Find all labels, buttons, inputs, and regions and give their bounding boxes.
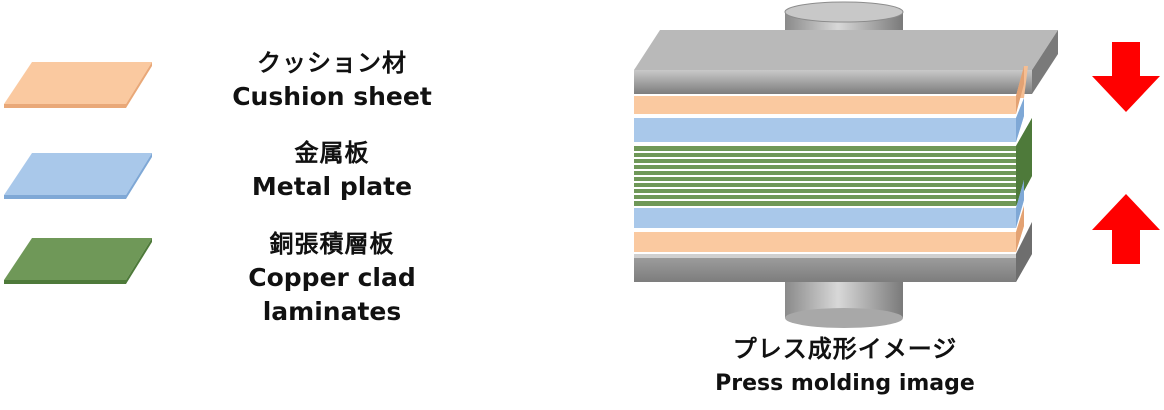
arrow-up-icon [1092,194,1160,264]
upper-metal-plate [634,98,1024,142]
caption-jp: プレス成形イメージ [732,335,958,363]
legend-label-en: Metal plate [251,172,413,201]
legend-label-jp: 金属板 [294,139,370,167]
caption-en: Press molding image [715,371,975,396]
diagram-caption: プレス成形イメージ Press molding image [690,330,1000,400]
bottom-press-plate [634,222,1032,282]
arrow-down-icon [1092,42,1160,112]
legend-label-jp: クッション材 [257,49,407,77]
legend-item-metal-plate: 金属板 Metal plate [182,136,482,204]
copper-clad-laminates-stack [634,118,1032,206]
lower-metal-plate [634,180,1024,228]
press-stack-diagram [634,1,1058,328]
lower-cushion-sheet [634,206,1024,252]
legend-item-cushion-sheet: クッション材 Cushion sheet [182,46,482,114]
copper-clad-laminate-swatch [4,238,152,284]
upper-cushion-sheet [634,66,1028,114]
press-direction-arrows [1092,42,1160,264]
cushion-sheet-swatch [4,62,152,108]
legend-label-en: Cushion sheet [232,82,432,111]
top-press-plate [634,30,1058,94]
legend-label-jp: 銅張積層板 [269,230,395,258]
metal-plate-swatch [4,153,152,199]
legend-item-copper-clad-laminates: 銅張積層板 Copper clad laminates [182,227,482,329]
legend-label-en: Copper clad laminates [248,263,416,326]
